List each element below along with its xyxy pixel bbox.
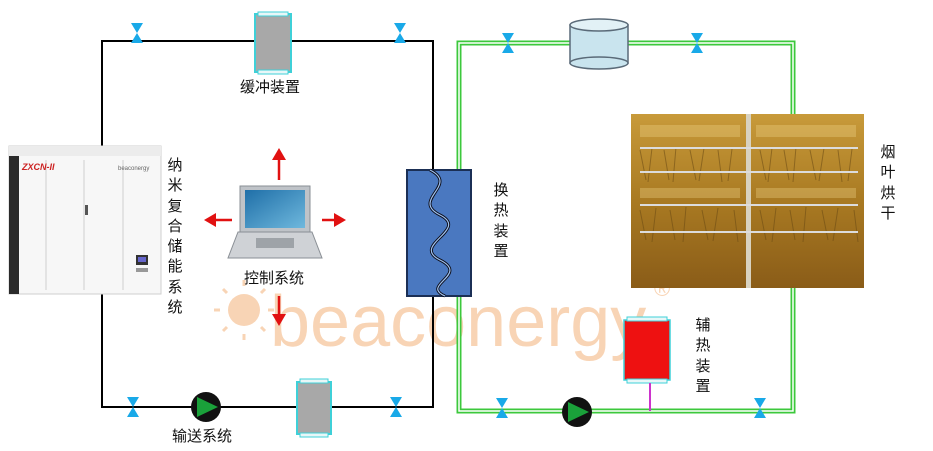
valve-icon [496, 398, 508, 418]
valve-icon [127, 397, 139, 417]
label-buffer-top: 缓冲装置 [240, 78, 301, 96]
aux-heater [623, 316, 671, 411]
valve-icon [394, 23, 406, 43]
arrow-left-icon [204, 213, 232, 227]
control-arrows [204, 148, 346, 326]
label-storage-system: 纳米复合储能系统 [167, 156, 183, 316]
pump-right-icon [562, 397, 592, 427]
label-control-system: 控制系统 [244, 269, 305, 287]
expansion-tank [569, 18, 629, 70]
valve-icon [502, 33, 514, 53]
cabinet-logo: beaconergy [118, 166, 149, 172]
valve-icon [131, 23, 143, 43]
watermark-sun-rays [214, 280, 274, 340]
label-transport-system: 输送系统 [172, 427, 233, 445]
pump-left-icon [191, 392, 221, 422]
buffer-tank-bottom [296, 378, 332, 438]
heat-exchanger [406, 168, 472, 298]
arrow-up-icon [272, 148, 286, 180]
valve-icon [691, 33, 703, 53]
label-aux-heater: 辅热装置 [695, 316, 711, 395]
valve-icon [754, 398, 766, 418]
laptop-icon [227, 185, 323, 259]
storage-cabinet: ZXCN-II beaconergy [8, 145, 162, 295]
cabinet-model: ZXCN-II [21, 162, 55, 172]
tobacco-drying-photo [631, 114, 864, 288]
arrow-right-icon [322, 213, 346, 227]
valve-icon [390, 397, 402, 417]
label-tobacco-drying: 烟叶烘干 [880, 143, 896, 222]
valves [127, 23, 766, 418]
label-heat-exchanger: 换热装置 [493, 181, 509, 260]
arrow-down-icon [272, 296, 286, 326]
buffer-tank-top [254, 11, 292, 75]
watermark-sun-icon [228, 294, 260, 326]
